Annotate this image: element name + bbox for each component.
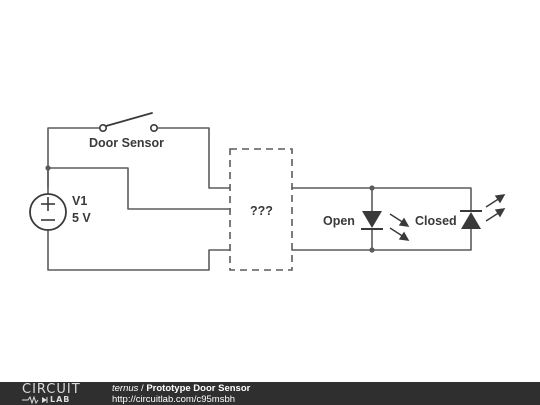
junction-dot — [369, 247, 375, 253]
led-open — [361, 211, 410, 241]
author-link[interactable]: ternus — [112, 383, 139, 394]
voltage-source-v1 — [29, 193, 67, 231]
wire-output-bottom — [291, 228, 472, 251]
unknown-block — [229, 148, 293, 271]
unknown-block-label: ??? — [250, 204, 273, 218]
led-closed-label: Closed — [415, 214, 457, 228]
breadcrumb: ternus / Prototype Door Sensor — [112, 383, 250, 394]
breadcrumb-separator: / — [138, 383, 147, 394]
led-closed — [460, 194, 506, 229]
wire-output-top — [291, 187, 472, 212]
switch-label: Door Sensor — [89, 136, 164, 150]
led-open-label: Open — [323, 214, 355, 228]
junction-dot — [369, 185, 375, 191]
circuitlab-logo-lab: LAB — [50, 395, 71, 404]
source-name-label: V1 — [72, 194, 87, 208]
circuit-title[interactable]: Prototype Door Sensor — [146, 383, 251, 394]
wire-v1-positive-branch — [47, 167, 231, 210]
wire-v1-bottom — [47, 229, 231, 271]
source-value-label: 5 V — [72, 211, 91, 225]
circuitlab-logo[interactable]: CIRCUIT — [22, 382, 81, 397]
footer-bar: CIRCUIT LAB ternus / Prototype Door Sens… — [0, 382, 540, 405]
junction-dot — [45, 165, 51, 171]
circuit-schematic: Door Sensor V1 5 V ??? Open Closed — [29, 112, 506, 271]
wires — [47, 127, 472, 271]
wire-switch-right — [154, 127, 231, 189]
circuit-url[interactable]: http://circuitlab.com/c95msbh — [112, 394, 236, 405]
door-sensor-switch — [99, 112, 159, 133]
resistor-squiggle-icon — [22, 396, 48, 404]
